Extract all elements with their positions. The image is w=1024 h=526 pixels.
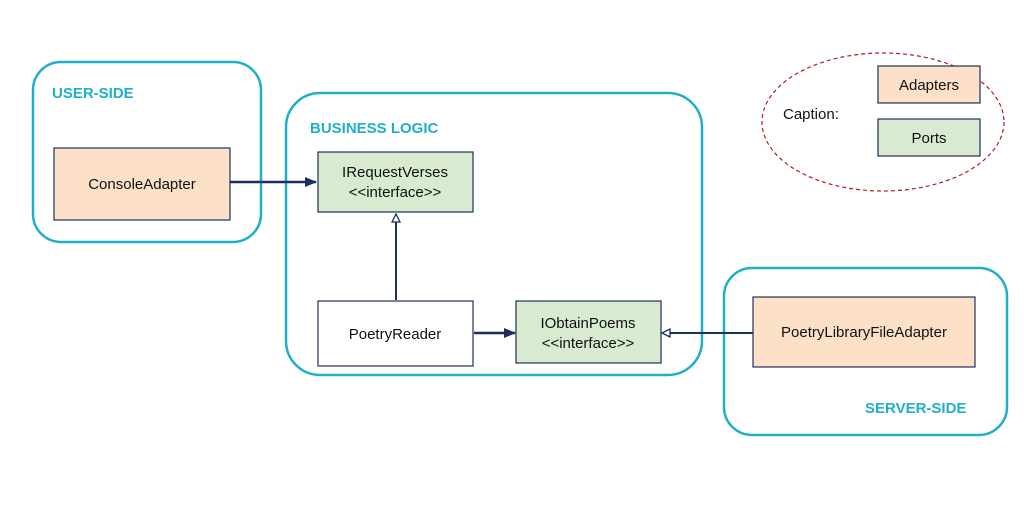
- user-side-title: USER-SIDE: [52, 85, 134, 102]
- console-adapter-node: ConsoleAdapter: [53, 147, 231, 221]
- irequest-verses-box: [317, 151, 474, 213]
- console-adapter-label: ConsoleAdapter: [88, 176, 196, 193]
- poetry-library-file-adapter-label: PoetryLibraryFileAdapter: [781, 324, 947, 341]
- irequest-verses-stereotype: <<interface>>: [349, 184, 442, 201]
- business-logic-title: BUSINESS LOGIC: [310, 120, 439, 137]
- poetry-reader-box: [317, 300, 474, 367]
- poetry-library-file-adapter-node: PoetryLibraryFileAdapter: [752, 296, 976, 368]
- poetry-reader-label: PoetryReader: [349, 326, 442, 343]
- console-adapter-box: [53, 147, 231, 221]
- legend-ports-swatch: [877, 118, 981, 157]
- server-side-title: SERVER-SIDE: [865, 400, 966, 417]
- poetry-library-file-adapter-box: [752, 296, 976, 368]
- legend-adapters-swatch: [877, 65, 981, 104]
- legend-adapters-label: Adapters: [899, 77, 959, 94]
- irequest-verses-label: IRequestVerses: [342, 164, 448, 181]
- irequest-verses-node: IRequestVerses <<interface>>: [317, 151, 474, 213]
- iobtain-poems-node: IObtainPoems <<interface>>: [515, 300, 662, 364]
- caption-label: Caption:: [783, 106, 839, 123]
- poetry-reader-node: PoetryReader: [317, 300, 474, 367]
- iobtain-poems-stereotype: <<interface>>: [542, 335, 635, 352]
- legend-ports-label: Ports: [911, 130, 946, 147]
- iobtain-poems-label: IObtainPoems: [540, 315, 635, 332]
- iobtain-poems-box: [515, 300, 662, 364]
- caption-legend: Caption: Adapters Ports: [761, 52, 1005, 192]
